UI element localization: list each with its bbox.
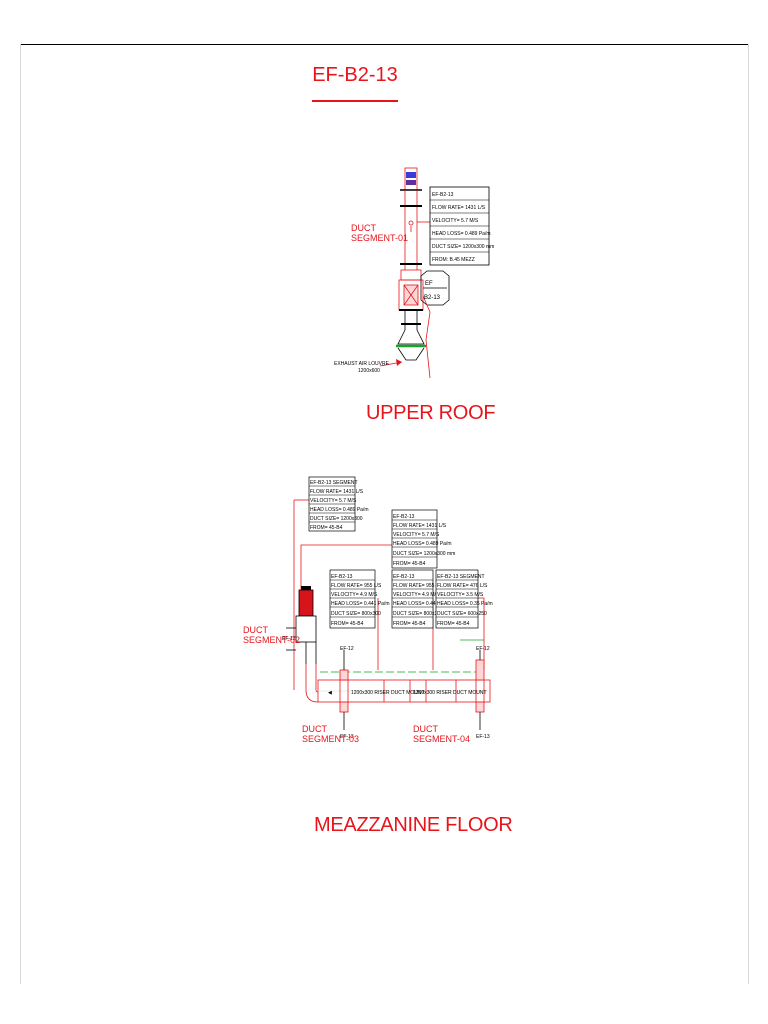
info-row: FLOW RATE= 1431 L/S — [432, 205, 486, 211]
info-row: VELOCITY= 3.5 M/S — [437, 592, 484, 598]
mezz-info-box-3: EF-B2-13 FLOW RATE= 955 L/S VELOCITY= 4.… — [329, 569, 390, 629]
title-underline — [312, 100, 398, 102]
fan-tag: EF-12 — [282, 636, 296, 642]
info-row: FLOW RATE= 476 L/S — [437, 583, 488, 589]
info-row: EF-B2-13 SEGMENT — [310, 480, 358, 486]
info-row: FLOW RATE= 1431 L/S — [310, 489, 364, 495]
info-row: DUCT SIZE= 1200x300 — [310, 516, 363, 522]
info-row: DUCT SIZE= 1200x300 mm — [432, 244, 494, 250]
mezzanine-floor-label: MEAZZANINE FLOOR — [314, 814, 513, 836]
info-row: EF-B2-13 SEGMENT — [437, 574, 485, 580]
sheet-border-top — [20, 44, 748, 45]
info-row: VELOCITY= 5.7 M/S — [310, 498, 357, 504]
info-row: EF-B2-13 — [393, 574, 415, 580]
info-row: DUCT SIZE= 800x300 — [331, 611, 381, 617]
info-row: HEAD LOSS= 0.441 Pa/m — [393, 601, 452, 607]
info-row: FROM: B.45 MEZZ — [432, 257, 475, 263]
info-row: HEAD LOSS= 0.489 Pa/m — [432, 231, 491, 237]
duct-text: 1200x300 RISER DUCT MOUNT — [413, 690, 487, 696]
info-row: HEAD LOSS= 0.441 Pa/m — [331, 601, 390, 607]
info-row: DUCT SIZE= 1200x300 mm — [393, 551, 455, 557]
info-row: FLOW RATE= 1431 L/S — [393, 523, 447, 529]
info-row: HEAD LOSS= 0.489 Pa/m — [393, 541, 452, 547]
fan-tag: EF-13 — [476, 734, 490, 740]
info-row: EF-B2-13 — [331, 574, 353, 580]
fan-tag-top: EF — [425, 281, 433, 287]
upper-roof-info-box: EF-B2-13 FLOW RATE= 1431 L/S VELOCITY= 5… — [429, 186, 494, 266]
fan-tag: EF-12 — [476, 646, 490, 652]
info-row: VELOCITY= 4.9 M/S — [393, 592, 440, 598]
mezz-info-box-5: EF-B2-13 SEGMENT FLOW RATE= 476 L/S VELO… — [435, 569, 493, 629]
fan-tag-bottom: B2-13 — [424, 295, 441, 301]
sheet-border-left — [20, 44, 21, 984]
info-row: FROM= 45-B4 — [437, 621, 470, 627]
mezz-info-box-4: EF-B2-13 FLOW RATE= 955 L/S VELOCITY= 4.… — [391, 569, 452, 629]
sheet-border-right — [748, 44, 749, 984]
info-row: DUCT SIZE= 600x250 — [437, 611, 487, 617]
fan-tag: EF-12 — [340, 646, 354, 652]
upper-roof-riser — [379, 167, 450, 379]
info-row: FLOW RATE= 955 L/S — [331, 583, 382, 589]
mezz-info-box-1: EF-B2-13 SEGMENT FLOW RATE= 1431 L/S VEL… — [308, 476, 369, 532]
mezz-info-box-2: EF-B2-13 FLOW RATE= 1431 L/S VELOCITY= 5… — [391, 509, 455, 569]
fan-tag: EF-13 — [340, 734, 354, 740]
mezzanine-schematic — [286, 499, 491, 730]
info-row: EF-B2-13 — [393, 514, 415, 520]
info-row: FROM= 45-B4 — [393, 621, 426, 627]
info-row: VELOCITY= 5.7 M/S — [393, 532, 440, 538]
info-row: EF-B2-13 — [432, 192, 454, 198]
info-row: HEAD LOSS= 0.35 Pa/m — [437, 601, 493, 607]
louvre-label: EXHAUST AIR LOUVRE — [334, 361, 390, 367]
upper-roof-label: UPPER ROOF — [366, 402, 496, 424]
info-row: FLOW RATE= 955 L/S — [393, 583, 444, 589]
info-row: HEAD LOSS= 0.489 Pa/m — [310, 507, 369, 513]
info-row: VELOCITY= 4.9 M/S — [331, 592, 378, 598]
info-row: VELOCITY= 5.7 M/S — [432, 218, 479, 224]
louvre-size: 1200x600 — [358, 368, 380, 374]
duct-segment-01-label: DUCT SEGMENT-01 — [351, 223, 409, 243]
drawing-title: EF-B2-13 — [312, 64, 398, 86]
duct-segment-02-label: DUCT SEGMENT-02 — [243, 625, 301, 645]
duct-segment-04-label: DUCT SEGMENT-04 — [413, 724, 471, 744]
info-row: FROM= 45-B4 — [310, 525, 343, 531]
info-row: FROM= 45-B4 — [393, 561, 426, 567]
duct-arrow-label: ◀ — [328, 690, 332, 696]
info-row: FROM= 45-B4 — [331, 621, 364, 627]
duct-text: 1200x300 RISER DUCT MOUNT — [351, 690, 425, 696]
info-row: DUCT SIZE= 800x300 — [393, 611, 443, 617]
duct-segment-03-label: DUCT SEGMENT-03 — [302, 724, 360, 744]
